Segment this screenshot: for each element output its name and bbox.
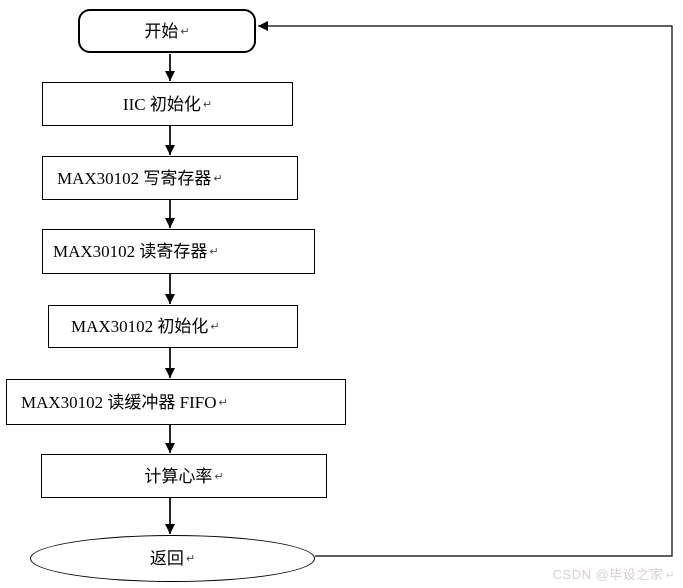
flowchart-node-max30102-read-reg: MAX30102 读寄存器↵ (42, 229, 315, 274)
node-label: MAX30102 读缓冲器 FIFO (21, 392, 217, 412)
node-label: 计算心率 (144, 466, 213, 486)
node-label: 返回 (149, 549, 184, 568)
paragraph-mark-icon: ↵ (213, 171, 223, 185)
paragraph-mark-icon: ↵ (214, 469, 224, 483)
paragraph-mark-icon: ↵ (185, 552, 196, 565)
csdn-watermark: CSDN @毕设之家↵ (553, 564, 675, 583)
paragraph-mark-icon: ↵ (218, 395, 228, 409)
node-label: MAX30102 初始化 (71, 317, 209, 336)
watermark-text: CSDN @毕设之家 (552, 567, 664, 582)
flowchart-node-start: 开始↵ (78, 9, 256, 53)
node-label: MAX30102 读寄存器 (53, 242, 208, 261)
node-label: IIC 初始化 (122, 94, 201, 114)
paragraph-mark-icon: ↵ (210, 320, 220, 333)
flowchart-node-calc-heart-rate: 计算心率↵ (41, 454, 327, 498)
node-label: MAX30102 写寄存器 (57, 168, 212, 188)
flowchart-node-return: 返回↵ (30, 535, 315, 582)
flowchart-node-max30102-read-fifo: MAX30102 读缓冲器 FIFO↵ (6, 379, 346, 425)
flowchart-node-iic-init: IIC 初始化↵ (42, 82, 293, 126)
flowchart-node-max30102-write-reg: MAX30102 写寄存器↵ (42, 156, 298, 200)
paragraph-mark-icon: ↵ (209, 245, 219, 258)
paragraph-mark-icon: ↵ (202, 97, 213, 111)
paragraph-mark-icon: ↵ (180, 24, 190, 38)
node-label: 开始 (144, 21, 179, 41)
flowchart-node-max30102-init: MAX30102 初始化↵ (48, 305, 298, 348)
edge-return-loop-to-start (258, 21, 673, 557)
paragraph-mark-icon: ↵ (665, 569, 675, 582)
